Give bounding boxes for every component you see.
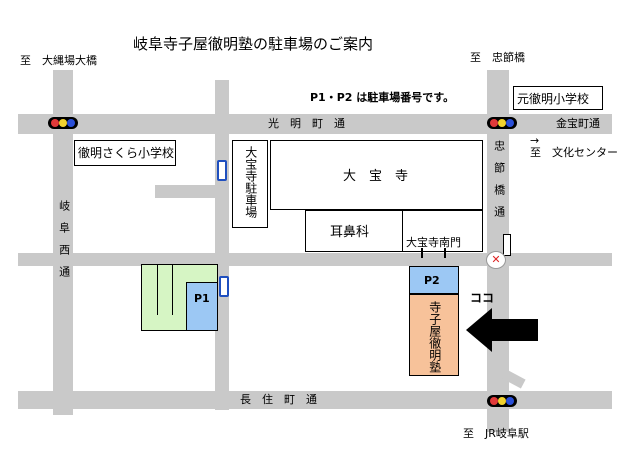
post-office-icon: ✕ [486, 251, 506, 269]
road-middle [18, 253, 612, 266]
gate-post [444, 248, 446, 258]
juku-building: 寺子屋徹明塾 [409, 294, 459, 376]
traffic-signal-icon [487, 395, 517, 407]
arrow-icon [466, 308, 538, 352]
gate-post [421, 248, 423, 258]
lot-divider [157, 265, 158, 315]
school-moto: 元徹明小学校 [513, 86, 603, 110]
road-north [18, 114, 612, 134]
p2-lot: P2 [409, 266, 459, 294]
p1-lot: P1 [186, 282, 218, 331]
phone-booth-icon [217, 160, 227, 181]
temple-parking: 大宝寺駐車場 [232, 140, 268, 228]
lot-divider [172, 265, 173, 315]
traffic-signal-icon [487, 117, 517, 129]
arrow-right-icon: → [530, 134, 540, 147]
road-name-north: 光 明 町 通 [268, 117, 345, 130]
school-sakura: 徹明さくら小学校 [74, 140, 176, 166]
here-label: ココ [470, 291, 495, 305]
east-small-building [503, 234, 511, 256]
school-sakura-label: 徹明さくら小学校 [78, 146, 175, 160]
school-moto-label: 元徹明小学校 [517, 92, 590, 106]
temple-south-gate-building [403, 210, 483, 252]
ent-clinic: 耳鼻科 [305, 210, 403, 252]
road-name-north-east: 金宝町通 [556, 117, 600, 130]
temple-label: 大 宝 寺 [343, 169, 409, 184]
direction-right: 至 文化センター [530, 146, 618, 159]
temple-parking-label: 大宝寺駐車場 [243, 146, 258, 218]
p2-label: P2 [424, 274, 440, 287]
road-side [215, 80, 229, 410]
road-west [53, 70, 73, 415]
road-name-east: 忠 節 橋 通 [492, 140, 506, 217]
direction-bottom: 至 JR岐阜駅 [463, 427, 529, 440]
ent-clinic-label: 耳鼻科 [330, 225, 370, 240]
road-name-south: 長 住 町 通 [240, 393, 317, 406]
direction-top-right: 至 忠節橋 [470, 51, 525, 64]
direction-top-left: 至 大縄場大橋 [20, 54, 97, 67]
traffic-signal-icon [48, 117, 78, 129]
road-diagonal-upper [155, 185, 217, 198]
temple-south-gate-label: 大宝寺南門 [406, 236, 461, 249]
phone-booth-icon [219, 276, 229, 297]
map-title: 岐阜寺子屋徹明塾の駐車場のご案内 [133, 35, 374, 53]
juku-label: 寺子屋徹明塾 [427, 301, 442, 373]
p1-label: P1 [194, 292, 210, 305]
temple: 大 宝 寺 [270, 140, 483, 210]
road-south [18, 391, 612, 409]
parking-legend-note: P1・P2 は駐車場番号です。 [310, 91, 455, 104]
road-name-west: 岐 阜 西 通 [57, 200, 71, 277]
